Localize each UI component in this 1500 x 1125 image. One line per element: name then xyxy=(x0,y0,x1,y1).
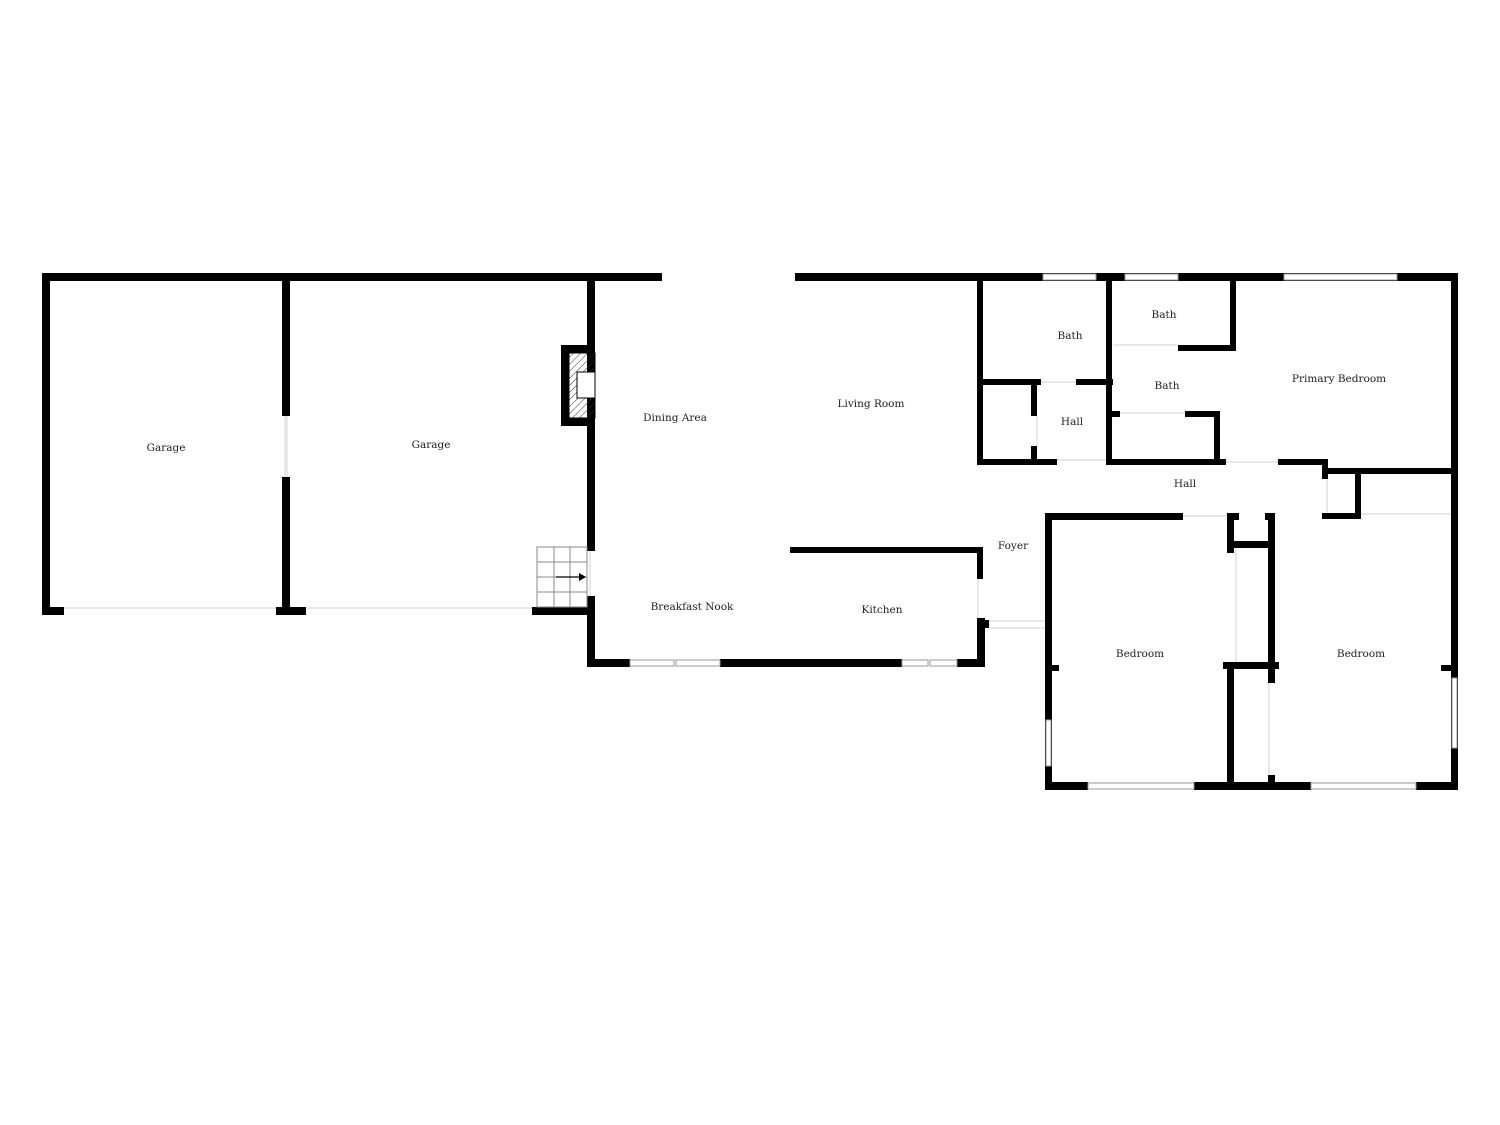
wall-bed-divider-c xyxy=(1227,662,1234,790)
wall-top-left xyxy=(42,273,662,281)
label-garage-left: Garage xyxy=(147,442,186,454)
wall-mid-bath-right xyxy=(1214,411,1220,465)
room-labels: Garage Garage Dining Area Living Room Ba… xyxy=(147,309,1387,660)
window-bed-left-side xyxy=(1045,719,1052,767)
wall-fireplace-top xyxy=(561,345,595,353)
windows xyxy=(629,273,1458,790)
wall-bath-mid-h-2 xyxy=(1076,379,1113,385)
wall-nook-bottom-3 xyxy=(957,659,984,667)
wall-garage-left xyxy=(42,273,50,615)
wall-bed-divider-f xyxy=(1268,662,1275,683)
wall-closet-right-2 xyxy=(1031,446,1037,465)
label-bedroom-left: Bedroom xyxy=(1116,648,1164,660)
openings xyxy=(64,344,1451,775)
wall-upper-bath-bottom xyxy=(1178,345,1236,351)
wall-foyer-step xyxy=(977,620,989,628)
wall-hall-top-2 xyxy=(1278,459,1328,465)
wall-bed-bottom-3 xyxy=(1416,782,1458,790)
wall-garage-divider-lower xyxy=(282,477,290,615)
wall-nook-bottom-1 xyxy=(587,659,630,667)
wall-bed-divider-a xyxy=(1227,513,1234,553)
wall-bed-top-1 xyxy=(1045,513,1183,520)
fireplace-icon xyxy=(568,352,596,419)
wall-nook-bottom-2 xyxy=(720,659,902,667)
wall-bed-bottom-1 xyxy=(1045,782,1088,790)
window-nook-2 xyxy=(675,659,721,667)
wall-mid-bath-bottom xyxy=(1106,411,1120,417)
arrow-right-icon xyxy=(556,573,586,581)
window-bed-left-bottom xyxy=(1087,782,1195,790)
window-bed-right-bottom xyxy=(1310,782,1417,790)
window-bath-top xyxy=(1042,273,1097,281)
wall-closet-bottom xyxy=(1322,513,1361,519)
wall-bed-left xyxy=(1045,513,1052,790)
wall-bed-divider-e xyxy=(1223,662,1279,669)
wall-garage-divider-foot xyxy=(276,607,306,615)
wall-hall-top-1 xyxy=(1106,459,1226,465)
label-hall-main: Hall xyxy=(1174,478,1197,490)
label-living-room: Living Room xyxy=(838,398,905,410)
wall-garage-bottom-left-stub xyxy=(42,607,64,615)
wall-bed-left-stub xyxy=(1045,665,1059,671)
window-kitchen-2 xyxy=(929,659,958,667)
wall-bed-divider-g xyxy=(1268,775,1275,790)
label-breakfast-nook: Breakfast Nook xyxy=(651,601,734,613)
label-kitchen: Kitchen xyxy=(861,604,902,616)
wall-garage-divider-upper xyxy=(282,281,290,416)
window-bed-right-side xyxy=(1451,677,1458,749)
wall-bath-divider xyxy=(1106,281,1112,465)
label-bath-middle: Bath xyxy=(1155,380,1180,392)
wall-bed-bottom-2 xyxy=(1194,782,1311,790)
wall-right xyxy=(1451,273,1458,790)
wall-garage-bottom-right xyxy=(532,607,594,615)
wall-bed-divider-b xyxy=(1227,541,1275,548)
label-primary-bedroom: Primary Bedroom xyxy=(1292,373,1386,385)
window-nook-1 xyxy=(629,659,675,667)
wall-nook-left xyxy=(587,596,595,667)
wall-bath-mid-h-1 xyxy=(977,379,1041,385)
wall-mid-bath-bottom-2 xyxy=(1185,411,1220,417)
wall-bed-divider-d xyxy=(1268,513,1275,683)
walls xyxy=(42,273,1458,790)
label-hall-small: Hall xyxy=(1061,416,1084,428)
label-bedroom-right: Bedroom xyxy=(1337,648,1385,660)
wall-fireplace-bottom xyxy=(561,418,595,426)
label-bath-upper-right: Bath xyxy=(1152,309,1177,321)
window-kitchen-1 xyxy=(901,659,929,667)
window-bath2-top xyxy=(1124,273,1179,281)
wall-upper-bath-right xyxy=(1230,281,1236,351)
wall-kitchen-top xyxy=(790,547,983,553)
wall-closet-right xyxy=(1031,379,1037,416)
label-bath-upper-left: Bath xyxy=(1058,330,1083,342)
label-foyer: Foyer xyxy=(998,540,1029,552)
wall-fireplace-left xyxy=(561,345,569,426)
label-dining-area: Dining Area xyxy=(643,412,707,424)
label-garage-right: Garage xyxy=(412,439,451,451)
window-primary-top xyxy=(1283,273,1398,281)
wall-primary-bottom xyxy=(1322,468,1458,474)
wall-kitchen-right-upper xyxy=(977,547,983,579)
wall-kitchen-right-lower xyxy=(977,618,985,667)
wall-bath-left xyxy=(977,281,983,465)
wall-bed-right-stub xyxy=(1441,665,1458,671)
wall-closet-left xyxy=(1355,468,1361,518)
wall-bath-bottom-left xyxy=(977,459,1057,465)
